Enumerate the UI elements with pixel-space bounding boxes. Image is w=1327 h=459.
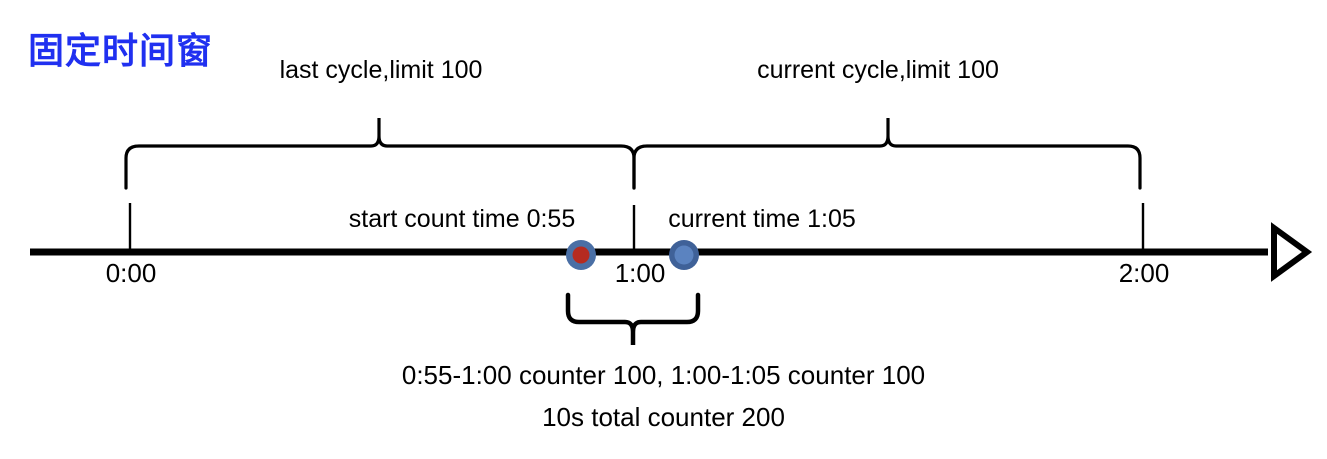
- tick-label-0-00: 0:00: [105, 258, 157, 288]
- last-cycle-label: last cycle,limit 100: [279, 56, 483, 84]
- start-count-time-label: start count time 0:55: [348, 205, 576, 233]
- axis-arrow-icon: [1271, 222, 1313, 282]
- last-cycle-brace: [124, 118, 636, 190]
- start-count-marker-dot: [572, 246, 590, 264]
- tick-label-2-00: 2:00: [1118, 258, 1170, 288]
- current-time-label: current time 1:05: [668, 205, 856, 233]
- current-cycle-brace: [632, 118, 1142, 190]
- page-title: 固定时间窗: [28, 30, 214, 71]
- tick-label-1-00: 1:00: [614, 258, 666, 288]
- footnote-total: 10s total counter 200: [542, 402, 785, 432]
- current-time-marker-dot: [674, 245, 694, 265]
- footnote-counters: 0:55-1:00 counter 100, 1:00-1:05 counter…: [401, 360, 926, 390]
- current-cycle-label: current cycle,limit 100: [757, 56, 999, 84]
- counting-window-brace: [565, 292, 701, 345]
